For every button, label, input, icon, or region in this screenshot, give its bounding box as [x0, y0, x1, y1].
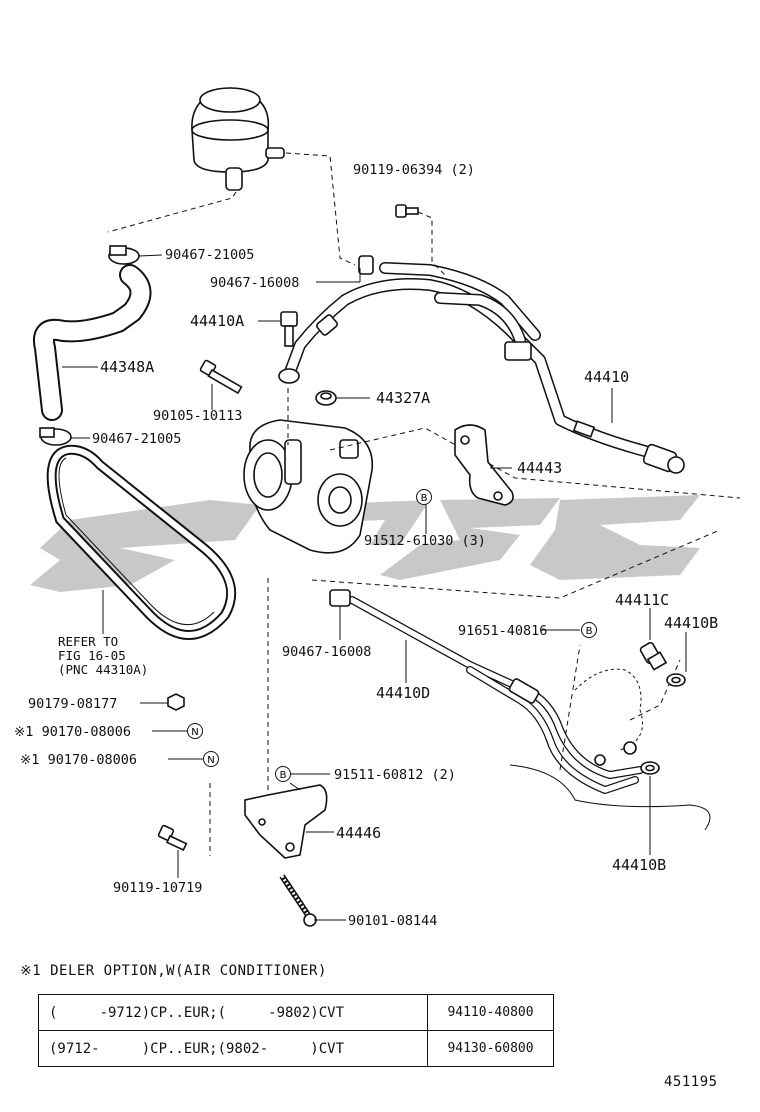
callout-44410A: 44410A — [190, 312, 244, 330]
callout-91651-40816: 91651-40816 — [458, 623, 547, 639]
callout-44443: 44443 — [517, 459, 562, 477]
callout-90170-08006-a: ※1 90170-08006 — [14, 724, 131, 740]
reservoir — [191, 87, 285, 191]
callout-44348A: 44348A — [100, 358, 154, 376]
table-cell-applicability: ( -9712)CP..EUR;( -9802)CVT — [38, 994, 428, 1031]
nut-44327A — [315, 390, 337, 406]
watermark-logo — [30, 495, 700, 592]
clamp-90467-16008-top — [358, 255, 374, 275]
badge-b-91511: B — [275, 766, 291, 782]
badge-b-91651: B — [581, 622, 597, 638]
callout-90467-16008-top: 90467-16008 — [210, 275, 299, 291]
hose-44348A — [32, 264, 152, 421]
bolt-90119-10719 — [157, 824, 188, 852]
nut-90179-08177 — [167, 693, 185, 711]
svg-text:N: N — [207, 755, 214, 766]
svg-text:B: B — [586, 626, 593, 637]
power-steering-pump — [243, 419, 374, 554]
banjo-fitting — [278, 368, 300, 384]
badge-n-a: N — [187, 723, 203, 739]
v-belt — [46, 444, 237, 640]
bracket-44443 — [454, 424, 514, 506]
callout-90179-08177: 90179-08177 — [28, 696, 117, 712]
callout-90170-08006-b: ※1 90170-08006 — [20, 752, 137, 768]
footnote-deler-option: ※1 DELER OPTION,W(AIR CONDITIONER) — [20, 963, 327, 979]
page-number: 451195 — [664, 1074, 718, 1090]
table-cell-part-number: 94130-60800 — [427, 1030, 554, 1067]
callout-44446: 44446 — [336, 824, 381, 842]
callout-90467-16008-bottom: 90467-16008 — [282, 644, 371, 660]
applicability-table: ( -9712)CP..EUR;( -9802)CVT 94110-40800 … — [38, 994, 554, 1067]
pressure-tube-44410D — [348, 596, 644, 794]
svg-text:B: B — [280, 770, 287, 781]
refer-to-line-2: FIG 16-05 — [58, 648, 126, 663]
pressure-hose-44410 — [284, 262, 685, 474]
bolt-90101-08144 — [279, 874, 317, 927]
bolt-90105-10113 — [199, 359, 243, 395]
leader-lines — [62, 254, 687, 921]
gasket-44410B-bottom — [640, 761, 660, 775]
callout-90105-10113: 90105-10113 — [153, 408, 242, 424]
svg-text:N: N — [191, 727, 198, 738]
svg-text:B: B — [421, 493, 428, 504]
callout-44410B-bottom: 44410B — [612, 856, 666, 874]
clamp-90467-16008-bottom — [329, 589, 351, 607]
table-cell-part-number: 94110-40800 — [427, 994, 554, 1031]
callout-91511-60812: 91511-60812 (2) — [334, 767, 456, 783]
badge-n-b: N — [203, 751, 219, 767]
callout-91512-61030: 91512-61030 (3) — [364, 533, 486, 549]
bracket-44446 — [244, 784, 328, 859]
callout-90119-10719: 90119-10719 — [113, 880, 202, 896]
union-44411C — [639, 642, 668, 671]
clamp-90467-21005-top — [108, 245, 140, 265]
callout-90119-06394: 90119-06394 (2) — [353, 162, 475, 178]
refer-to-line-1: REFER TO — [58, 634, 118, 649]
table-cell-applicability: (9712- )CP..EUR;(9802- )CVT — [38, 1030, 428, 1067]
bolt-44410A — [280, 311, 298, 347]
gasket-44410B-top — [666, 673, 686, 687]
clamp-90467-21005-bottom — [39, 427, 72, 446]
bolt-90119-06394 — [395, 204, 419, 218]
refer-to-line-3: (PNC 44310A) — [58, 662, 148, 677]
table-row: (9712- )CP..EUR;(9802- )CVT 94130-60800 — [38, 1030, 554, 1067]
callout-44410B-top: 44410B — [664, 614, 718, 632]
callout-44410: 44410 — [584, 368, 629, 386]
callout-44327A: 44327A — [376, 389, 430, 407]
callout-44410D: 44410D — [376, 684, 430, 702]
table-row: ( -9712)CP..EUR;( -9802)CVT 94110-40800 — [38, 994, 554, 1031]
callout-90467-21005-bottom: 90467-21005 — [92, 431, 181, 447]
badge-b-91512: B — [416, 489, 432, 505]
callout-90101-08144: 90101-08144 — [348, 913, 437, 929]
callout-90467-21005-top: 90467-21005 — [165, 247, 254, 263]
callout-44411C: 44411C — [615, 591, 669, 609]
steering-gear-housing — [509, 668, 711, 831]
